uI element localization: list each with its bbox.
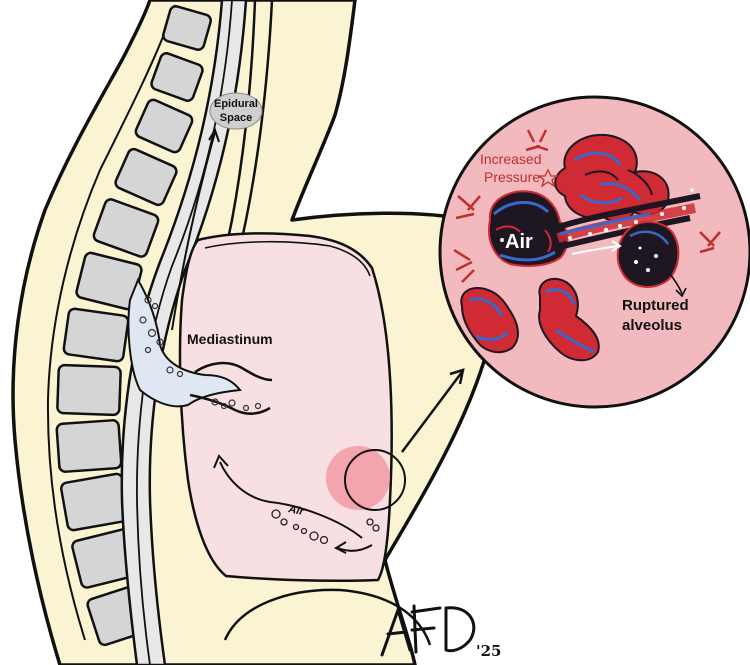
increased-pressure-label-line2: Pressure — [484, 169, 540, 185]
ruptured-label-line2: alveolus — [622, 317, 682, 334]
air-label-inset: Air — [505, 231, 533, 253]
alveolus-ruptured — [618, 222, 679, 287]
increased-pressure-label-line1: Increased — [480, 151, 541, 167]
signature-year: '25 — [476, 642, 501, 660]
mediastinum-label: Mediastinum — [187, 331, 273, 347]
alveolus-inset: Increased Pressure Air Ruptured alveolus — [440, 97, 750, 407]
vertebra — [60, 473, 129, 531]
vertebra — [63, 308, 129, 362]
ruptured-label-line1: Ruptured — [622, 297, 689, 314]
vertebra — [56, 420, 121, 472]
vertebra — [57, 365, 121, 415]
epidural-label-line2: Space — [220, 112, 252, 124]
epidural-label-line1: Epidural — [214, 98, 258, 110]
lung — [180, 233, 392, 580]
